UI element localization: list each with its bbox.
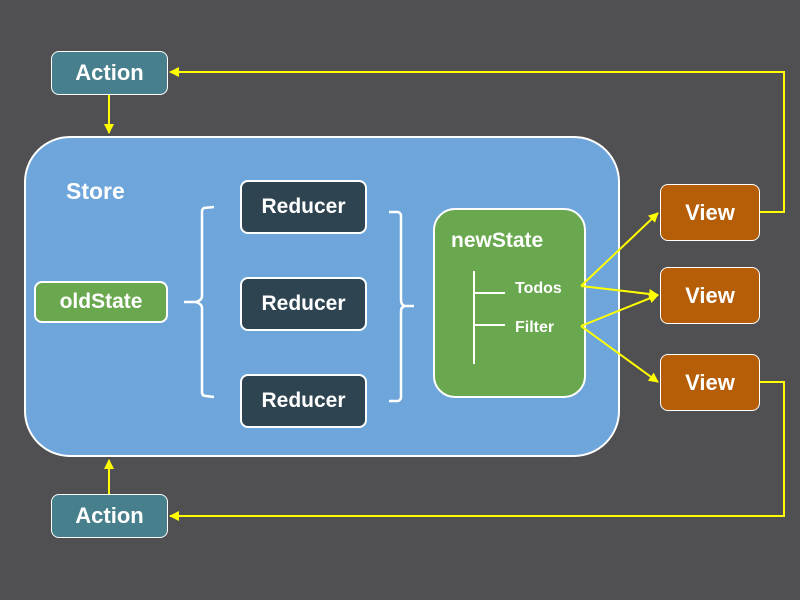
old-state-node[interactable]: oldState xyxy=(34,281,168,323)
reducer-node-3[interactable]: Reducer xyxy=(240,374,367,428)
view-node-1[interactable]: View xyxy=(660,184,760,241)
state-field-filter: Filter xyxy=(515,319,555,336)
action-node-top[interactable]: Action xyxy=(51,51,168,95)
reducer-node-2[interactable]: Reducer xyxy=(240,277,367,331)
new-state-node[interactable] xyxy=(433,208,586,398)
view-node-2[interactable]: View xyxy=(660,267,760,324)
store-label: Store xyxy=(66,178,125,204)
new-state-label: newState xyxy=(451,229,544,252)
reducer-node-1[interactable]: Reducer xyxy=(240,180,367,234)
view-node-3[interactable]: View xyxy=(660,354,760,411)
action-node-bottom[interactable]: Action xyxy=(51,494,168,538)
state-field-todos: Todos xyxy=(515,280,562,297)
